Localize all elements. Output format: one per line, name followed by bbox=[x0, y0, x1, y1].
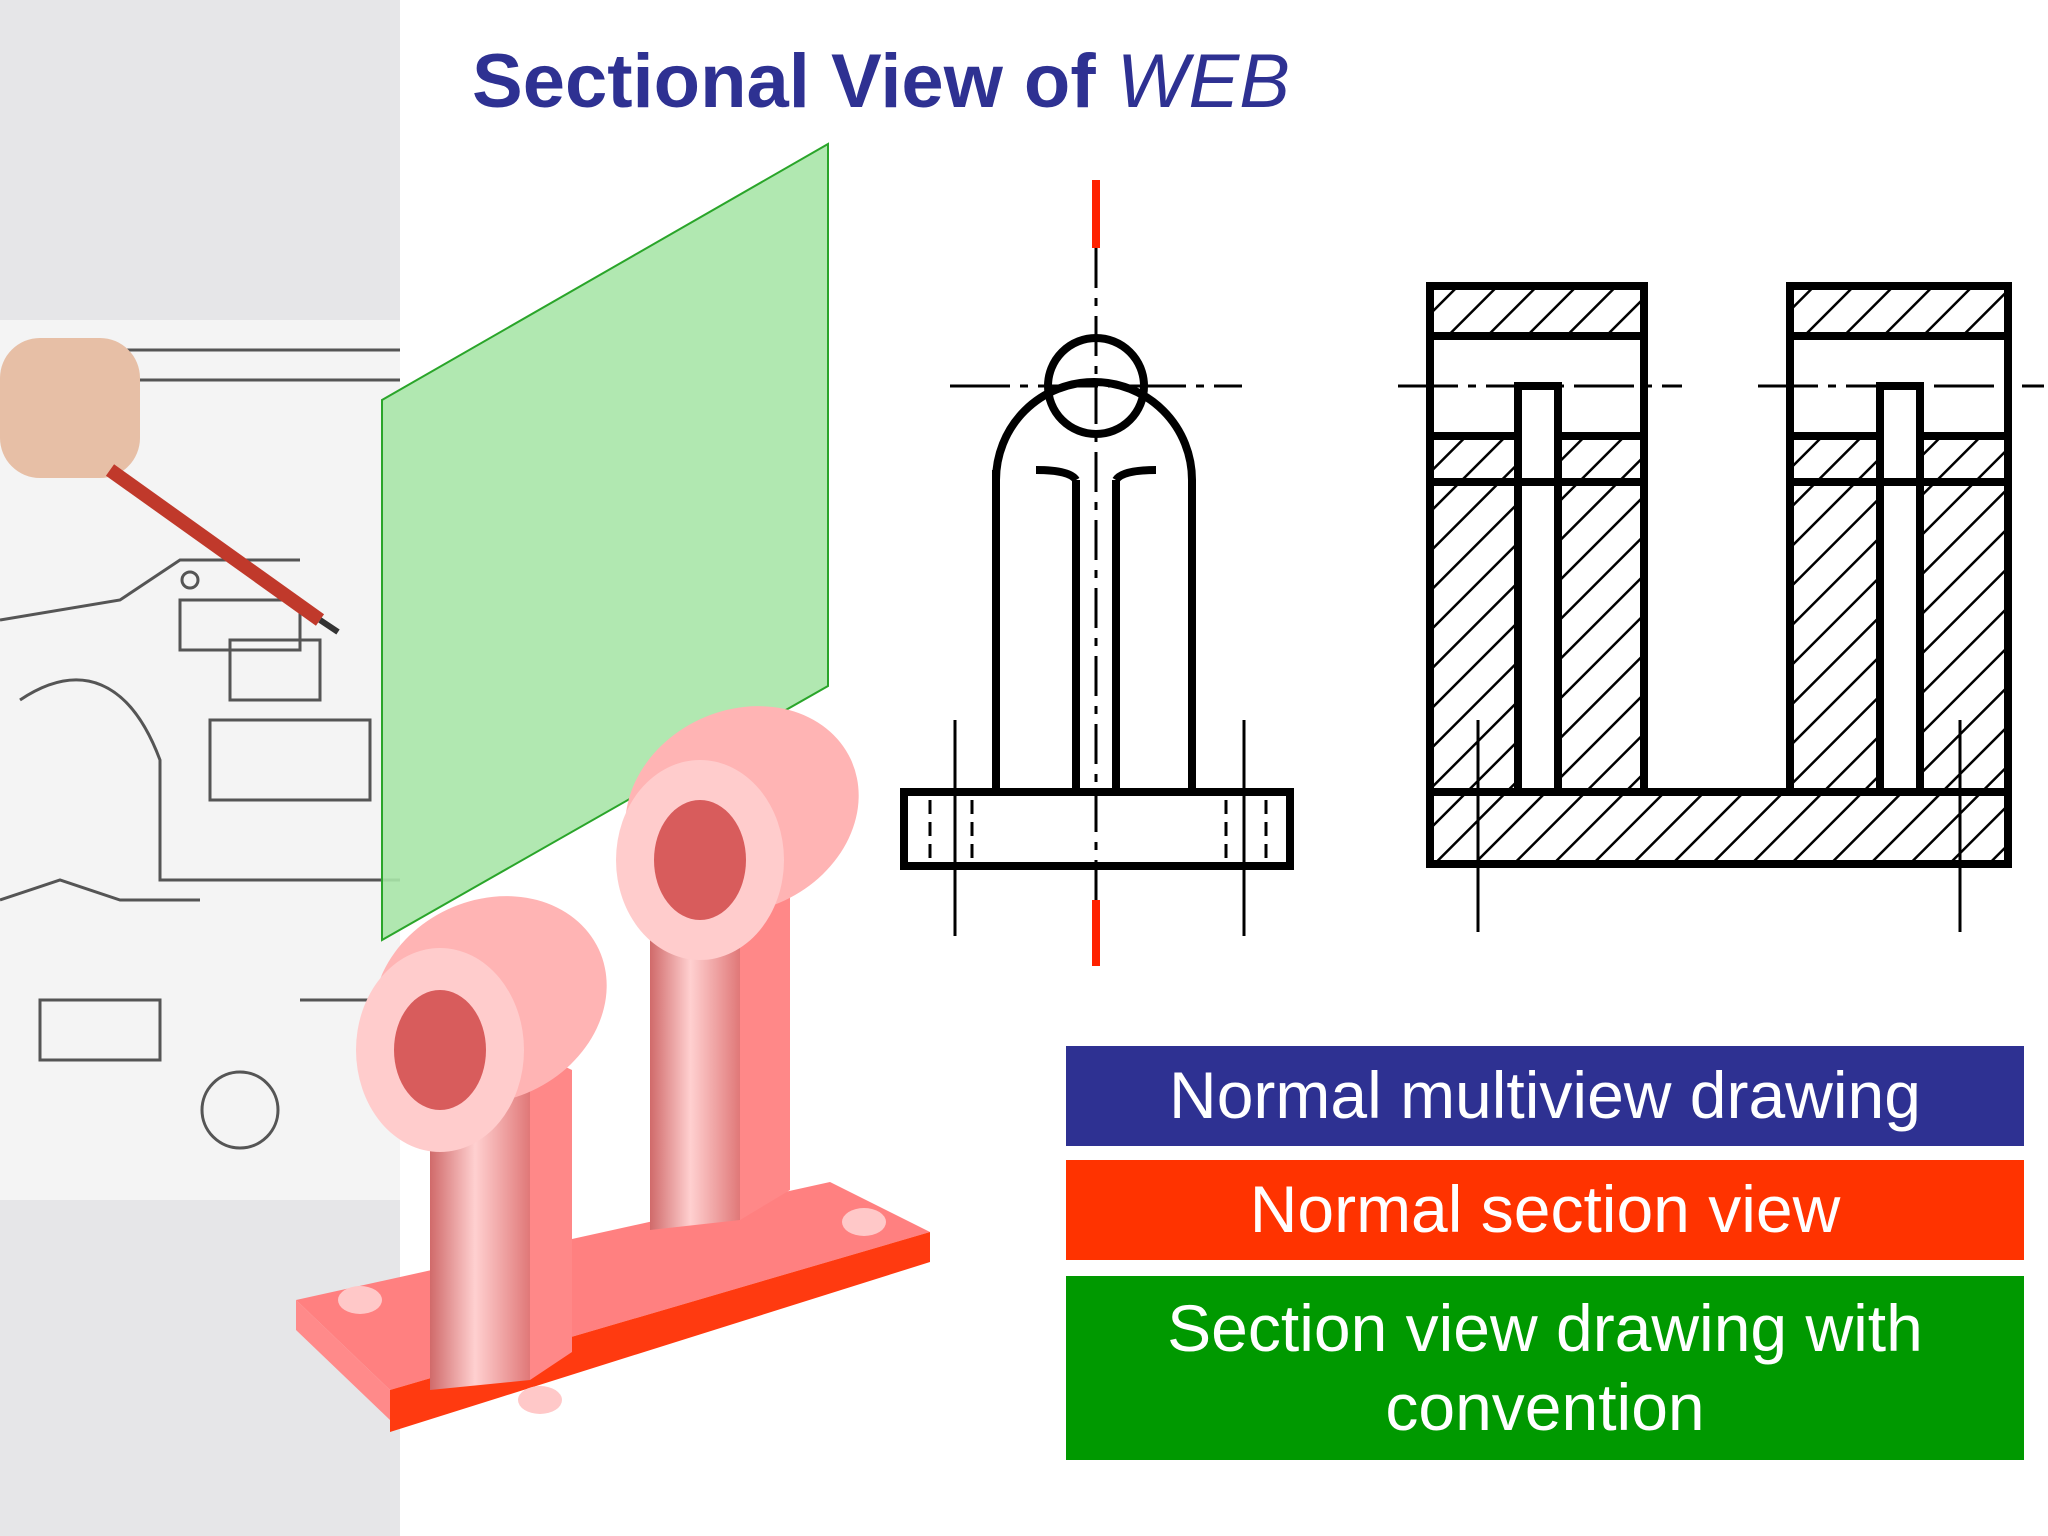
isometric-bracket-part bbox=[296, 706, 930, 1432]
front-view-drawing bbox=[900, 180, 1294, 966]
hand-drawing-blueprint-photo bbox=[0, 320, 400, 1200]
slide-title: Sectional View of WEB bbox=[472, 38, 1290, 125]
normal-section-button[interactable]: Normal section view bbox=[1066, 1160, 2024, 1260]
section-view-drawing bbox=[1398, 282, 2044, 932]
title-main: Sectional View of bbox=[472, 39, 1117, 124]
normal-multiview-button[interactable]: Normal multiview drawing bbox=[1066, 1046, 2024, 1146]
section-convention-button[interactable]: Section view drawing with convention bbox=[1066, 1276, 2024, 1460]
title-italic: WEB bbox=[1116, 39, 1290, 124]
